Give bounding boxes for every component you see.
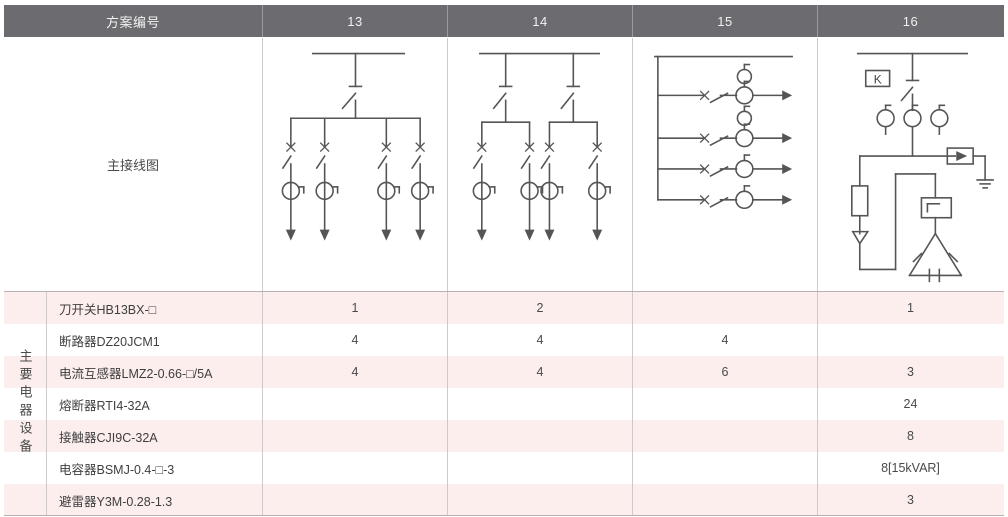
cell-13 [262, 388, 447, 420]
cell-16: 24 [817, 388, 1003, 420]
cell-15 [632, 292, 817, 324]
cell-14: 4 [447, 356, 632, 388]
table-row: 电容器BSMJ-0.4-□-3 8[15kVAR] [4, 452, 1004, 484]
table-header-row: 方案编号 13 14 15 16 [4, 5, 1004, 37]
cell-13 [262, 452, 447, 484]
table-row: 熔断器RTI4-32A 24 [4, 388, 1004, 420]
diagram-scheme-13 [262, 38, 447, 291]
cell-16: 3 [817, 356, 1003, 388]
cell-14: 2 [447, 292, 632, 324]
cell-15: 4 [632, 324, 817, 356]
diagram-row: 主接线图 [4, 38, 1004, 291]
cell-13: 4 [262, 324, 447, 356]
cell-14 [447, 452, 632, 484]
table-row: 接触器CJI9C-32A 8 [4, 420, 1004, 452]
diagram-row-label: 主接线图 [106, 158, 159, 173]
cell-15: 6 [632, 356, 817, 388]
group-spacer [4, 292, 46, 324]
cell-15 [632, 452, 817, 484]
header-column-13: 13 [262, 5, 447, 37]
cell-13: 1 [262, 292, 447, 324]
cell-16: 1 [817, 292, 1003, 324]
equipment-name: 刀开关HB13BX-□ [46, 292, 262, 324]
k-label: K [874, 72, 882, 86]
header-column-15: 15 [632, 5, 817, 37]
group-spacer [4, 420, 46, 452]
equipment-name: 熔断器RTI4-32A [46, 388, 262, 420]
table-row: 刀开关HB13BX-□ 1 2 1 [4, 292, 1004, 324]
equipment-name: 避雷器Y3M-0.28-1.3 [46, 484, 262, 516]
cell-15 [632, 484, 817, 516]
header-scheme-label: 方案编号 [105, 14, 160, 30]
equipment-name: 电流互感器LMZ2-0.66-□/5A [46, 356, 262, 388]
table-row: 断路器DZ20JCM1 4 4 4 [4, 324, 1004, 356]
header-column-16: 16 [817, 5, 1003, 37]
table-row: 电流互感器LMZ2-0.66-□/5A 4 4 6 3 [4, 356, 1004, 388]
cell-13 [262, 420, 447, 452]
equipment-table: 刀开关HB13BX-□ 1 2 1 断路器DZ20JCM1 4 4 4 电流互感… [4, 291, 1004, 516]
cell-16 [817, 324, 1003, 356]
group-spacer [4, 388, 46, 420]
diagram-scheme-14 [447, 38, 632, 291]
cell-16: 8 [817, 420, 1003, 452]
diagram-scheme-16: K [817, 38, 1003, 291]
equipment-name: 断路器DZ20JCM1 [46, 324, 262, 356]
table-bottom-border [4, 515, 1004, 516]
cell-15 [632, 420, 817, 452]
group-spacer [4, 324, 46, 356]
cell-14 [447, 484, 632, 516]
equipment-name: 接触器CJI9C-32A [46, 420, 262, 452]
group-spacer [4, 452, 46, 484]
cell-13: 4 [262, 356, 447, 388]
group-spacer [4, 356, 46, 388]
cell-15 [632, 388, 817, 420]
table-row: 避雷器Y3M-0.28-1.3 3 [4, 484, 1004, 516]
cell-14 [447, 388, 632, 420]
header-column-14: 14 [447, 5, 632, 37]
equipment-name: 电容器BSMJ-0.4-□-3 [46, 452, 262, 484]
diagram-scheme-15 [632, 38, 817, 291]
cell-16: 8[15kVAR] [817, 452, 1003, 484]
cell-16: 3 [817, 484, 1003, 516]
cell-14 [447, 420, 632, 452]
cell-14: 4 [447, 324, 632, 356]
group-spacer [4, 484, 46, 516]
cell-13 [262, 484, 447, 516]
